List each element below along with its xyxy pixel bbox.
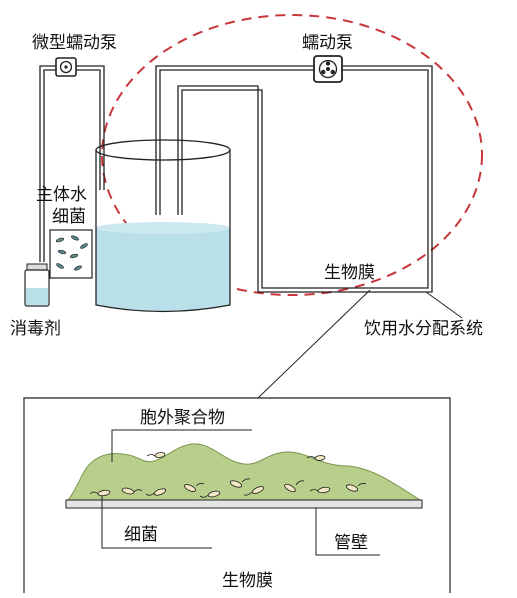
disinfectant-label: 消毒剂 [10,319,61,339]
inset-leader-line [257,289,371,399]
biofilm-label: 生物膜 [324,263,375,283]
micro-pump-icon [55,57,77,77]
peristaltic-pump-icon [313,55,343,83]
bacteria-icon [55,235,88,271]
biofilm-mound [66,443,422,501]
pump-label: 蠕动泵 [302,33,353,53]
biofilm-bacteria [97,452,359,498]
main-water-bacteria-label-1: 主体水 [36,185,87,205]
main-tank [95,139,231,313]
micro-pump-tubing [39,65,105,262]
eps-label: 胞外聚合物 [140,408,225,428]
bacteria-leader [101,496,212,549]
disinfectant-vial-icon [24,263,50,307]
bacteria-box [49,229,93,279]
pipe-wall-label: 管壁 [334,533,368,553]
bacteria-label: 细菌 [124,525,158,545]
highlight-dashed-ellipse [101,14,483,296]
pipe-wall [65,499,423,509]
micro-pump-label: 微型蠕动泵 [32,33,117,53]
distribution-leader-line [425,291,463,319]
inset-title: 生物膜 [222,571,273,591]
bacteria-flagella [89,454,367,498]
main-water-bacteria-label-2: 细菌 [52,207,86,227]
pipe-wall-leader [315,508,380,556]
eps-leader [111,429,252,462]
inset-panel: 胞外聚合物 细菌 管壁 生物膜 [23,397,451,593]
distribution-system-label: 饮用水分配系统 [364,319,483,339]
distribution-pipe [155,65,433,293]
